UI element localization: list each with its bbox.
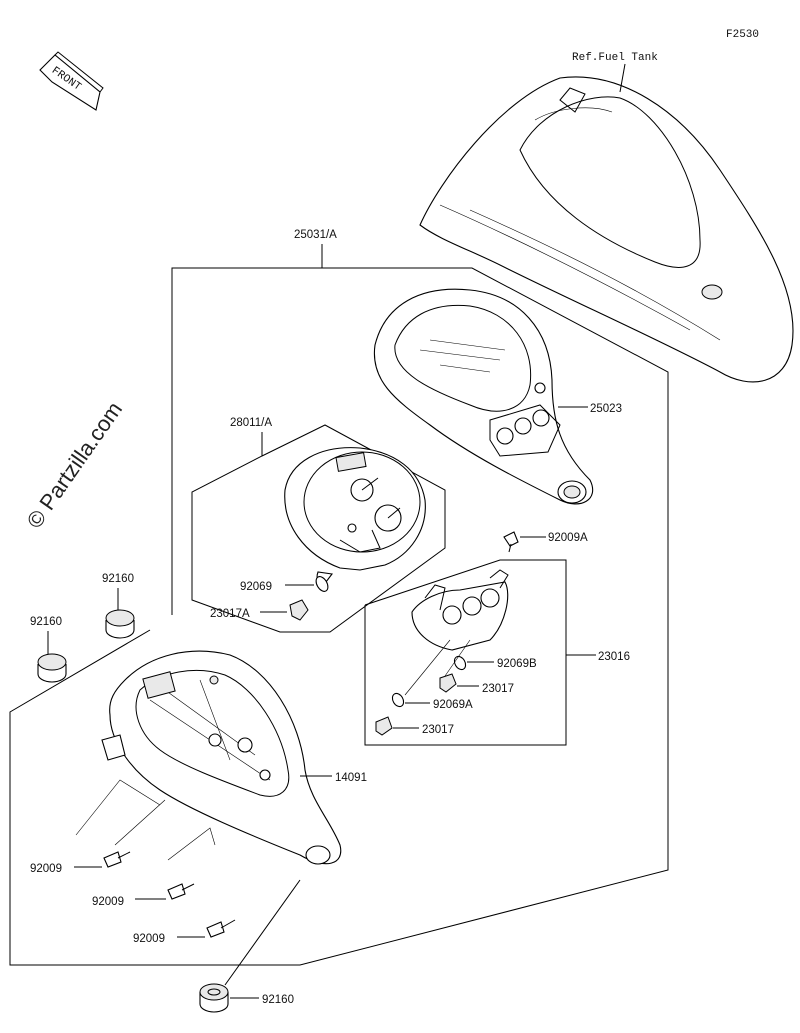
label-28011A: 28011/A bbox=[230, 417, 272, 429]
label-25023: 25023 bbox=[590, 403, 622, 415]
meter-lower-case bbox=[101, 650, 342, 865]
meter-unit bbox=[284, 447, 426, 584]
label-92160-b: 92160 bbox=[30, 616, 62, 628]
front-arrow-icon: FRONT bbox=[39, 51, 104, 111]
fuel-tank-cover bbox=[419, 76, 794, 383]
label-92069B: 92069B bbox=[497, 658, 537, 670]
ref-fuel-tank-label: Ref.Fuel Tank bbox=[572, 52, 658, 64]
label-92069: 92069 bbox=[240, 581, 272, 593]
socket-23017-a bbox=[439, 673, 457, 693]
bulb-92069A bbox=[391, 692, 405, 708]
label-92009A: 92009A bbox=[548, 532, 588, 544]
socket-23017A bbox=[289, 599, 309, 621]
grommet-92160-a bbox=[105, 609, 135, 639]
grommet-92160-b bbox=[37, 653, 67, 683]
label-23016: 23016 bbox=[598, 651, 630, 663]
label-23017-b: 23017 bbox=[422, 724, 454, 736]
bulb-92069 bbox=[315, 576, 329, 592]
screw-92009-a bbox=[103, 851, 131, 868]
watermark: © Partzilla.com bbox=[22, 397, 128, 533]
label-23017A: 23017A bbox=[210, 608, 250, 620]
label-14091: 14091 bbox=[335, 772, 367, 784]
screw-92009-c bbox=[206, 919, 236, 938]
label-23017-a: 23017 bbox=[482, 683, 514, 695]
label-25031A: 25031/A bbox=[294, 229, 337, 241]
label-92160-c: 92160 bbox=[262, 994, 294, 1006]
indicator-housing bbox=[411, 569, 509, 651]
figure-id: F2530 bbox=[726, 29, 759, 41]
screw-92009-b bbox=[167, 883, 195, 900]
label-92009-c: 92009 bbox=[133, 933, 165, 945]
label-92069A: 92069A bbox=[433, 699, 473, 711]
grommet-92160-c bbox=[199, 983, 229, 1013]
screw-92009A bbox=[503, 531, 519, 553]
speedometer-housing bbox=[373, 288, 594, 505]
label-92160-a: 92160 bbox=[102, 573, 134, 585]
label-92009-a: 92009 bbox=[30, 863, 62, 875]
socket-23017-b bbox=[375, 716, 393, 736]
label-92009-b: 92009 bbox=[92, 896, 124, 908]
bulb-92069B bbox=[453, 655, 467, 671]
